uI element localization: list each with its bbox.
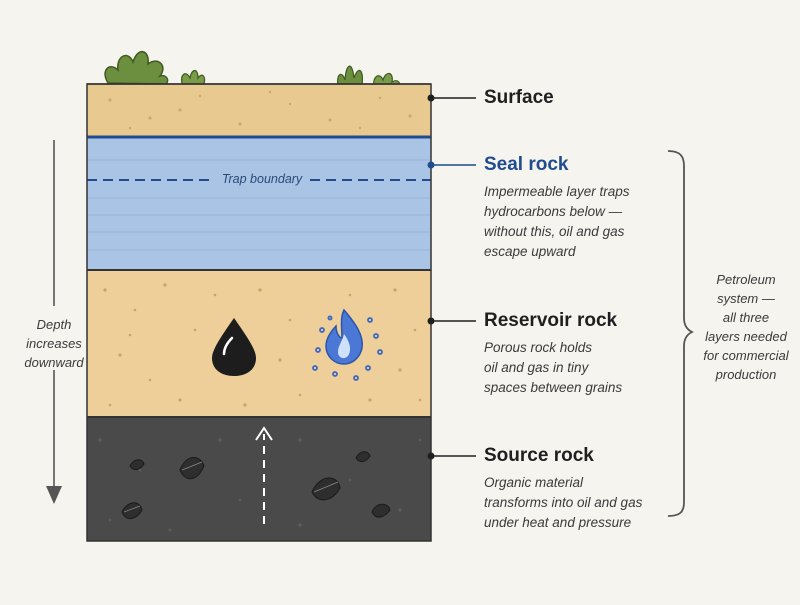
- source-rock-layer: [87, 417, 431, 541]
- trap-boundary-label: Trap boundary: [221, 172, 303, 186]
- column-frame: [86, 83, 432, 542]
- depth-note: Depth increases downward: [24, 317, 84, 370]
- gas-flame-icon: [312, 308, 383, 381]
- system-brace: [667, 150, 695, 517]
- surface-title: Surface: [484, 87, 554, 108]
- reservoir-rock-layer: [87, 270, 431, 417]
- plant-icon: [104, 51, 206, 85]
- source-rock-title: Source rock: [484, 445, 594, 466]
- leaf-fossil-icon: [121, 451, 391, 519]
- up-arrow-icon: [255, 426, 273, 524]
- reservoir-rock-title: Reservoir rock: [484, 310, 618, 331]
- oil-drop-icon: [212, 318, 256, 376]
- down-arrow-icon: [46, 140, 62, 504]
- label-leaders: [427, 94, 476, 460]
- source-rock-description: Organic material transforms into oil and…: [484, 475, 643, 530]
- seal-rock-title: Seal rock: [484, 154, 569, 175]
- surface-layer: [87, 84, 431, 137]
- seal-rock-layer: [87, 137, 431, 270]
- seal-rock-description: Impermeable layer traps hydrocarbons bel…: [484, 184, 630, 259]
- reservoir-rock-description: Porous rock holds oil and gas in tiny sp…: [484, 340, 623, 395]
- petroleum-system-note: Petroleum system — all three layers need…: [703, 272, 789, 382]
